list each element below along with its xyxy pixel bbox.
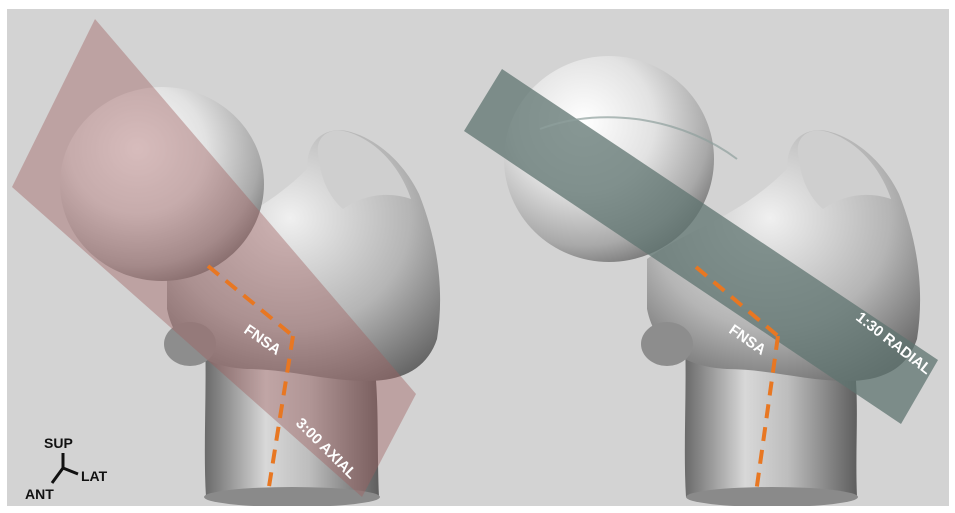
orientation-axes: SUP LAT ANT	[25, 435, 108, 502]
figure-frame: FNSA 3:00 AXIAL FNSA 1:30 RADIAL SUP LAT…	[7, 9, 949, 506]
axis-sup-label: SUP	[44, 435, 73, 451]
right-femur: FNSA 1:30 RADIAL	[464, 56, 938, 506]
left-femur: FNSA 3:00 AXIAL	[12, 19, 440, 506]
axis-lat-label: LAT	[81, 468, 108, 484]
axis-ant-label: ANT	[25, 486, 54, 502]
femur-figure: FNSA 3:00 AXIAL FNSA 1:30 RADIAL SUP LAT…	[7, 9, 949, 506]
